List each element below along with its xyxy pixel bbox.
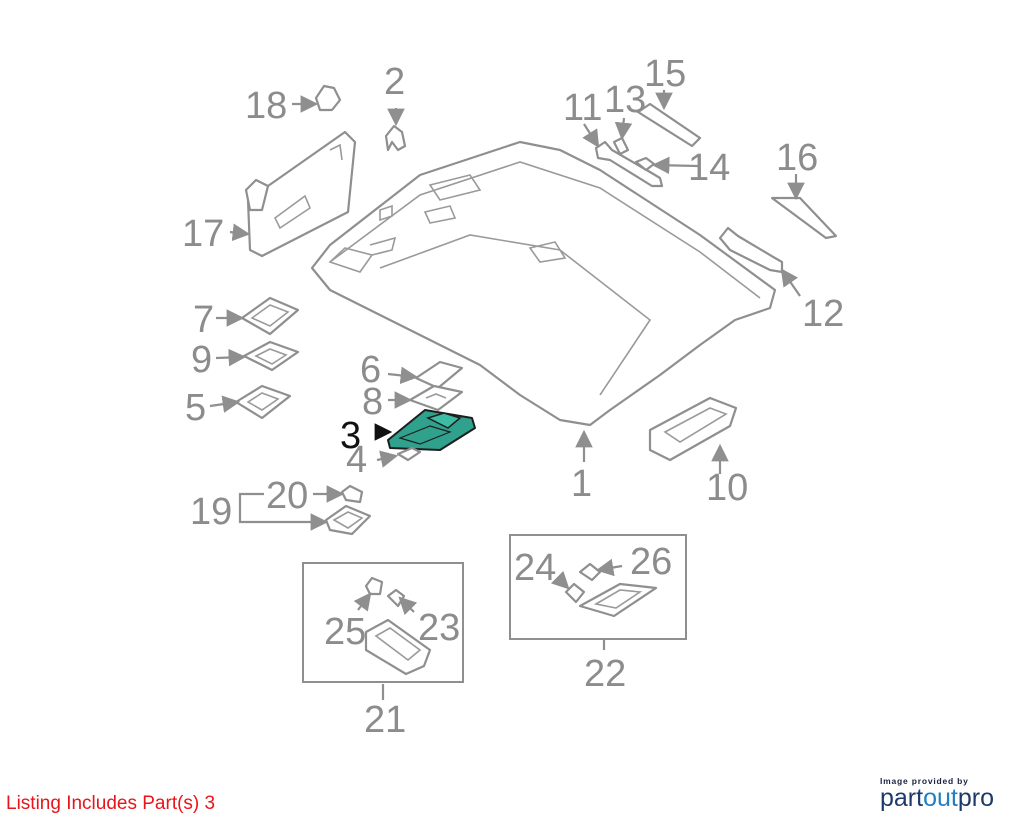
callout-26: 26 — [630, 541, 672, 583]
callout-2: 2 — [384, 61, 405, 103]
partoutpro-logo[interactable]: partoutpro — [880, 784, 1000, 813]
callout-9: 9 — [191, 339, 212, 381]
callout-5: 5 — [185, 387, 206, 429]
bulb-part-20[interactable] — [340, 484, 364, 504]
callout-4: 4 — [346, 439, 367, 481]
callout-20: 20 — [266, 475, 308, 517]
callout-19: 19 — [190, 491, 232, 533]
callout-11: 11 — [563, 87, 602, 129]
lamp-housing-part-5[interactable] — [234, 384, 292, 420]
callout-21: 21 — [364, 699, 406, 741]
console-part-10[interactable] — [648, 396, 738, 462]
callout-1: 1 — [571, 463, 592, 505]
logo-out: out — [923, 784, 958, 812]
callout-6: 6 — [360, 349, 381, 391]
callout-24: 24 — [514, 547, 556, 589]
image-credit: Image provided by partoutpro — [880, 776, 1000, 813]
callout-12: 12 — [802, 293, 844, 335]
clip-part-2[interactable] — [384, 124, 407, 152]
callout-22: 22 — [584, 653, 626, 695]
credit-caption: Image provided by — [880, 776, 969, 786]
lamp-lens-part-7[interactable] — [240, 296, 300, 336]
callout-3: 3 — [340, 415, 361, 457]
lamp-assembly-part-19[interactable] — [324, 504, 372, 536]
lamp-cover-part-9[interactable] — [242, 340, 300, 372]
cover-part-8[interactable] — [408, 384, 464, 412]
grab-handle-part-11[interactable] — [594, 140, 664, 188]
logo-pro: pro — [957, 784, 994, 812]
headliner-part[interactable] — [310, 140, 777, 427]
highlighted-part-3[interactable] — [387, 409, 476, 451]
clip-part-4[interactable] — [396, 446, 422, 462]
callout-7: 7 — [193, 299, 214, 341]
logo-part: part — [880, 784, 924, 812]
callout-17: 17 — [182, 213, 224, 255]
group-box-22 — [509, 534, 687, 640]
callout-18: 18 — [245, 85, 287, 127]
listing-includes-text: Listing Includes Part(s) 3 — [6, 793, 216, 814]
callout-10: 10 — [706, 467, 748, 509]
callout-14: 14 — [688, 147, 730, 189]
leader-lines — [209, 90, 805, 700]
callout-13: 13 — [604, 79, 646, 121]
visor-holder-part[interactable] — [314, 84, 342, 112]
sun-visor-part[interactable] — [244, 130, 357, 258]
callout-labels: 1 2 3 4 5 6 7 8 9 10 11 12 13 14 15 16 1… — [182, 53, 844, 741]
callout-16: 16 — [776, 137, 818, 179]
callout-25: 25 — [324, 611, 366, 653]
callout-15: 15 — [644, 53, 686, 95]
trim-part-15[interactable] — [636, 102, 702, 148]
callout-23: 23 — [418, 607, 460, 649]
lens-part-6[interactable] — [414, 360, 464, 390]
callout-8: 8 — [362, 381, 383, 423]
grab-handle-part-12[interactable] — [718, 226, 784, 274]
trim-part-16[interactable] — [770, 196, 838, 240]
